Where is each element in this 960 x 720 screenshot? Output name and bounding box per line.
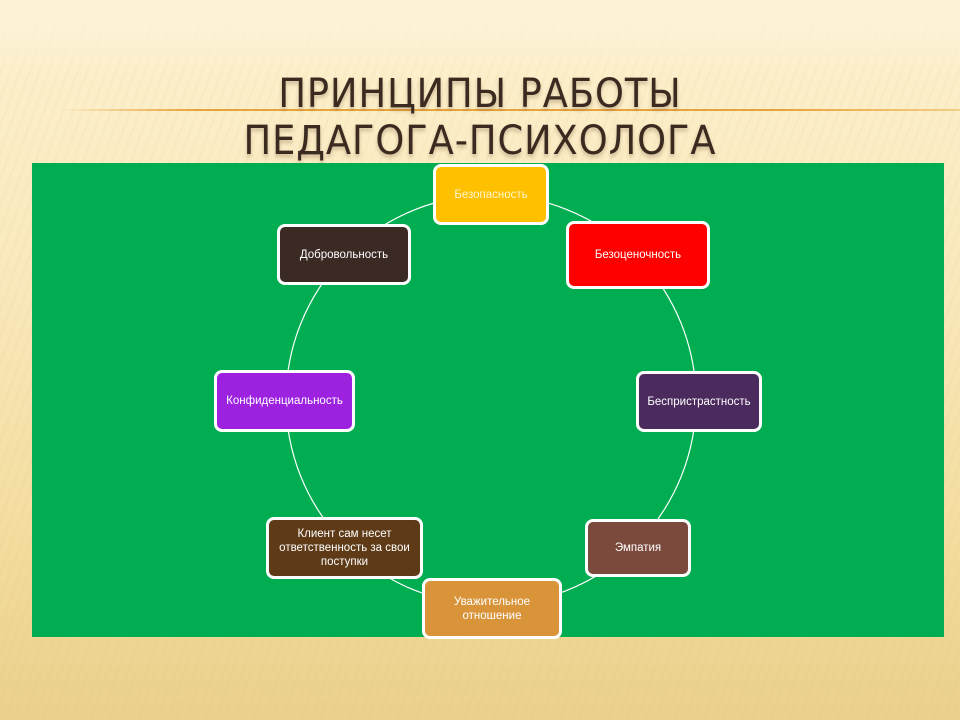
node-uvazhitelnoe-otnoshenie: Уважительное отношение — [422, 578, 562, 639]
node-klient-otvetstvennost: Клиент сам несет ответственность за свои… — [266, 517, 423, 579]
node-label: Добровольность — [299, 248, 389, 261]
node-empatiya: Эмпатия — [585, 519, 691, 577]
node-bezotsenochnost: Безоценочность — [566, 221, 710, 289]
node-label: Эмпатия — [614, 542, 662, 554]
background-highlight — [0, 0, 960, 70]
slide-title-line-1: ПРИНЦИПЫ РАБОТЫ — [278, 70, 682, 117]
node-bezopasnost: Безопасность — [433, 164, 549, 225]
slide-title: ПРИНЦИПЫ РАБОТЫ ПЕДАГОГА-ПСИХОЛОГА — [38, 71, 921, 165]
slide-title-line-2: ПЕДАГОГА-ПСИХОЛОГА — [243, 117, 717, 164]
node-bespristrastnost: Беспристрастность — [636, 371, 762, 432]
node-dobrovolnost: Добровольность — [277, 224, 411, 285]
diagram-panel — [32, 163, 944, 637]
node-label: Безоценочность — [594, 249, 682, 261]
node-label: Уважительное отношение — [453, 595, 531, 622]
node-label: Конфиденциальность — [226, 395, 343, 407]
node-label: Клиент сам несет ответственность за свои… — [279, 528, 410, 568]
title-divider-line — [60, 109, 960, 111]
node-label: Безопасность — [454, 188, 528, 201]
node-konfidentsialnost: Конфиденциальность — [214, 370, 355, 432]
node-label: Беспристрастность — [647, 395, 751, 408]
